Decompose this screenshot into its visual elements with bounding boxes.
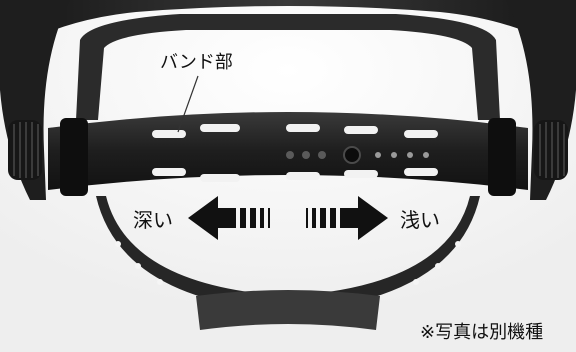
deep-arrow-left [188, 196, 270, 240]
deep-label: 深い [133, 208, 173, 232]
left-adjust-knob [8, 120, 42, 180]
shallow-label: 浅い [400, 208, 440, 232]
right-adjust-knob [534, 120, 568, 180]
top-strap [76, 14, 500, 120]
band-holes [286, 146, 429, 164]
band-teeth [60, 118, 516, 196]
shallow-arrow-right [306, 196, 388, 240]
band-part-label: バンド部 [160, 52, 233, 73]
band-slots [152, 124, 438, 182]
photo-note: ※写真は別機種 [420, 322, 544, 343]
rear-strap-holes [115, 241, 461, 285]
rear-strap [96, 196, 480, 312]
band-label-leader-line [177, 75, 199, 133]
rear-pad [196, 290, 380, 330]
helmet-shell-top [30, 0, 546, 40]
